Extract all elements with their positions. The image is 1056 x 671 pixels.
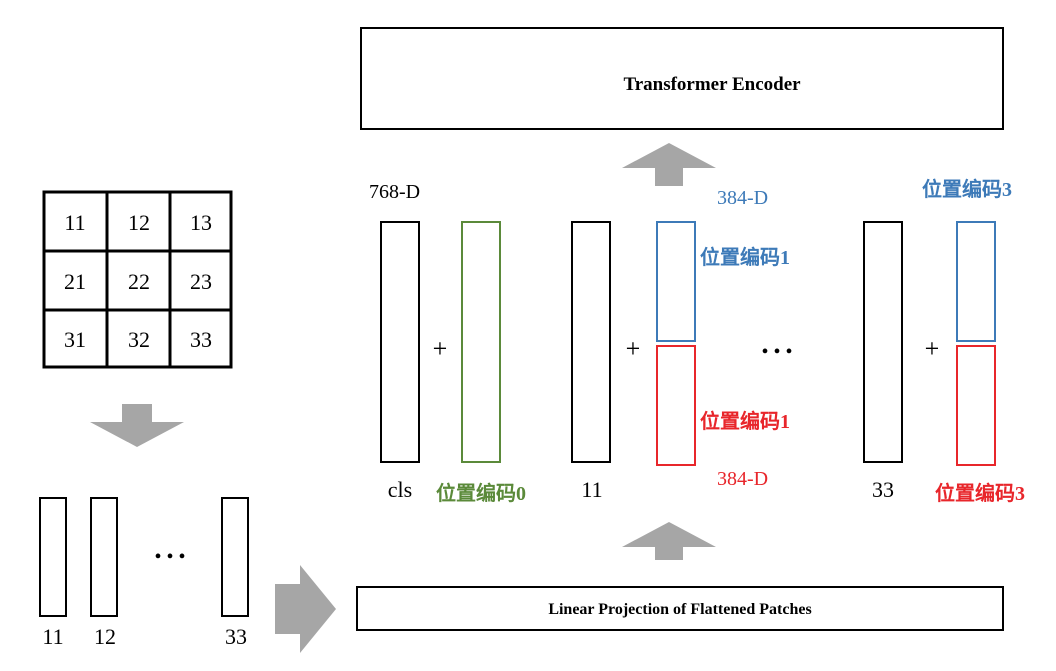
linear-projection-box xyxy=(356,586,1004,631)
token-sequence: 768-D + cls 位置编码0 + 384-D 位置编码1 位置编码1 38… xyxy=(369,177,1025,505)
cls-label: cls xyxy=(388,477,412,502)
dim-384-bottom-label: 384-D xyxy=(717,468,768,490)
patch-label-11: 11 xyxy=(42,624,63,649)
pos3-bottom-label: 位置编码3 xyxy=(935,481,1025,505)
token33-label: 33 xyxy=(872,477,894,502)
pos3-top-label: 位置编码3 xyxy=(922,177,1012,201)
pos-encoding-1-bottom xyxy=(656,345,696,466)
arrow-up-icon xyxy=(622,522,716,560)
arrow-right-icon xyxy=(275,565,336,653)
plus-sign: + xyxy=(626,334,641,363)
grid-cell-11: 11 xyxy=(64,210,85,235)
transformer-encoder-label: Transformer Encoder xyxy=(623,74,801,95)
arrow-up-icon xyxy=(622,143,716,186)
plus-sign: + xyxy=(433,334,448,363)
patch-vector-33 xyxy=(221,497,249,617)
grid-cell-32: 32 xyxy=(128,327,150,352)
dim-384-top-label: 384-D xyxy=(717,187,768,209)
patch-token-33 xyxy=(863,221,903,463)
linear-projection-label: Linear Projection of Flattened Patches xyxy=(548,601,811,618)
token11-label: 11 xyxy=(581,477,602,502)
patch-vector-12 xyxy=(90,497,118,617)
grid-cell-21: 21 xyxy=(64,269,86,294)
patch-label-33: 33 xyxy=(225,624,247,649)
patch-label-12: 12 xyxy=(94,624,116,649)
dim-768-label: 768-D xyxy=(369,181,420,203)
grid-cell-33: 33 xyxy=(190,327,212,352)
pos1-bottom-label: 位置编码1 xyxy=(700,409,790,433)
plus-sign: + xyxy=(925,334,940,363)
patch-token-11 xyxy=(571,221,611,463)
pos0-label: 位置编码0 xyxy=(436,481,526,505)
pos-encoding-3-bottom xyxy=(956,345,996,466)
grid-cell-22: 22 xyxy=(128,269,150,294)
patch-vector-11 xyxy=(39,497,67,617)
patch-ellipsis: • • • xyxy=(154,546,185,568)
grid-cell-23: 23 xyxy=(190,269,212,294)
token-ellipsis: • • • xyxy=(761,341,792,363)
pos-encoding-0 xyxy=(461,221,501,463)
grid-cell-12: 12 xyxy=(128,210,150,235)
pos1-top-label: 位置编码1 xyxy=(700,245,790,269)
grid-cell-13: 13 xyxy=(190,210,212,235)
pos-encoding-1-top xyxy=(656,221,696,342)
patch-grid: 11 12 13 21 22 23 31 32 33 xyxy=(42,190,233,369)
transformer-encoder-box xyxy=(360,27,1004,130)
patch-vectors: • • • 11 12 33 xyxy=(39,497,249,649)
pos-encoding-3-top xyxy=(956,221,996,342)
grid-cell-31: 31 xyxy=(64,327,86,352)
cls-token xyxy=(380,221,420,463)
arrow-down-icon xyxy=(90,404,184,447)
